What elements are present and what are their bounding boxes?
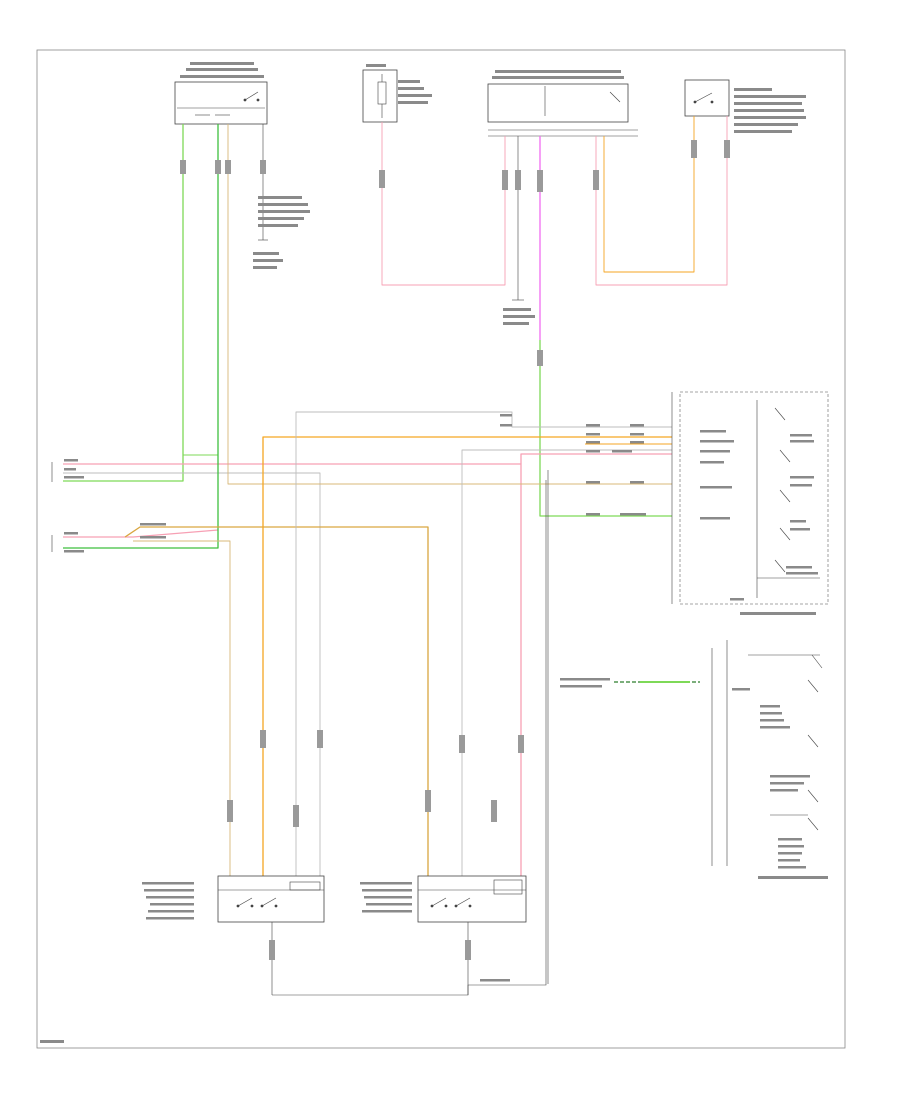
top-left-ground-note [253,124,310,269]
wire-tan-lower-bus [133,540,231,882]
wire-module-green-to-controller [539,340,672,517]
top-right-switch-component [684,79,806,133]
bottom-center-module [360,875,527,995]
right-panel-connector [560,678,700,688]
wire-tan-switch-down [227,124,672,485]
wire-fuse-to-module-pink [381,122,506,286]
wire-green-lower-bus [63,124,219,549]
wire-pink-controller [520,453,672,464]
top-left-switch-caption [180,62,264,78]
right-lower-switch-panel [711,640,828,879]
wire-orange-lower-bus [124,526,429,882]
left-bus-markers [51,459,166,553]
bottom-left-module [142,875,325,995]
wire-pink-lower-bus [63,529,219,538]
top-center-ground [503,136,535,325]
wire-module-to-topright-orange [603,116,695,273]
controller-wire-labels [500,414,646,516]
wire-gray-upper-bus [295,411,672,882]
top-left-switch-component [174,81,268,125]
wire-green-left-bus [63,124,184,482]
diagram-id-stamp [40,1040,64,1043]
top-center-module [487,70,638,137]
vertical-wire-labels [180,140,730,960]
right-control-module [671,391,829,615]
fuse-component [362,64,432,123]
wire-bottom-loop [272,480,547,996]
wire-module-to-topright-pink [595,116,728,286]
